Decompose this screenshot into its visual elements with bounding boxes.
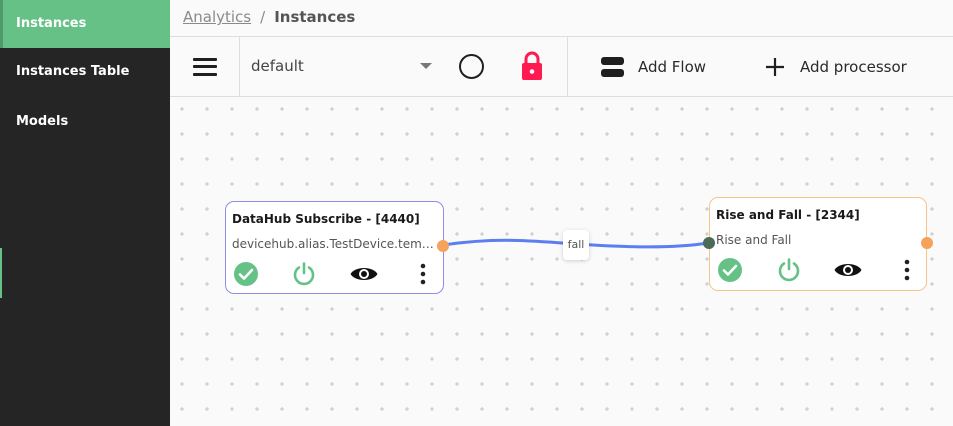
flow-canvas[interactable]: DataHub Subscribe - [4440] devicehub.ali… [170,97,953,426]
chevron-down-icon [420,63,432,69]
circle-outline-icon[interactable] [459,54,484,79]
sidebar-item-models[interactable]: Models [16,114,69,129]
add-flow-button[interactable]: Add Flow [601,37,706,96]
power-icon [293,262,315,286]
flow-select[interactable]: default [241,37,441,96]
power-button[interactable] [775,256,803,284]
status-ok-button[interactable] [716,256,744,284]
status-ok-button[interactable] [232,260,260,288]
node-title: Rise and Fall - [2344] [716,208,860,222]
more-vertical-icon [420,263,426,285]
node-subtitle: devicehub.alias.TestDevice.temp... [232,237,437,251]
more-vertical-icon [904,259,910,281]
sidebar-item-instances[interactable]: Instances [0,0,170,48]
node-actions [710,256,926,284]
power-button[interactable] [290,260,318,288]
more-options-button[interactable] [893,256,921,284]
breadcrumb-separator: / [260,8,266,26]
node-subtitle: Rise and Fall [716,233,792,247]
sidebar: Instances Instances Table Models [0,0,170,426]
node-title: DataHub Subscribe - [4440] [232,212,420,226]
hamburger-icon [192,57,217,76]
power-icon [778,258,800,282]
sidebar-item-instances-table[interactable]: Instances Table [16,64,130,79]
add-processor-button[interactable]: Add processor [764,37,907,96]
lock-icon [522,51,542,80]
breadcrumb: Analytics / Instances [183,0,355,36]
output-port[interactable] [437,240,449,252]
menu-button[interactable] [170,37,240,96]
check-circle-icon [718,258,742,282]
view-button[interactable] [833,256,863,284]
eye-icon [834,264,862,276]
eye-icon [350,268,378,280]
add-processor-label: Add processor [800,57,907,76]
flow-icon [601,56,624,77]
breadcrumb-current: Instances [274,8,356,26]
check-circle-icon [234,262,258,286]
input-port[interactable] [703,237,715,249]
flow-select-value: default [251,57,304,75]
output-port[interactable] [921,237,933,249]
toolbar: default Add Flow Add processor [170,36,953,97]
lock-button[interactable] [520,51,544,81]
view-button[interactable] [349,260,379,288]
node-datahub-subscribe[interactable]: DataHub Subscribe - [4440] devicehub.ali… [225,201,449,294]
add-flow-label: Add Flow [638,57,707,76]
toolbar-divider [567,37,568,96]
main-area: Analytics / Instances default Add Flow [170,0,953,426]
breadcrumb-analytics-link[interactable]: Analytics [183,8,252,26]
edge-label-fall[interactable]: fall [563,230,589,260]
sidebar-resize-handle[interactable] [0,248,2,298]
node-actions [226,260,443,288]
node-rise-and-fall[interactable]: Rise and Fall - [2344] Rise and Fall [703,197,933,291]
plus-icon [766,57,784,76]
more-options-button[interactable] [409,260,437,288]
